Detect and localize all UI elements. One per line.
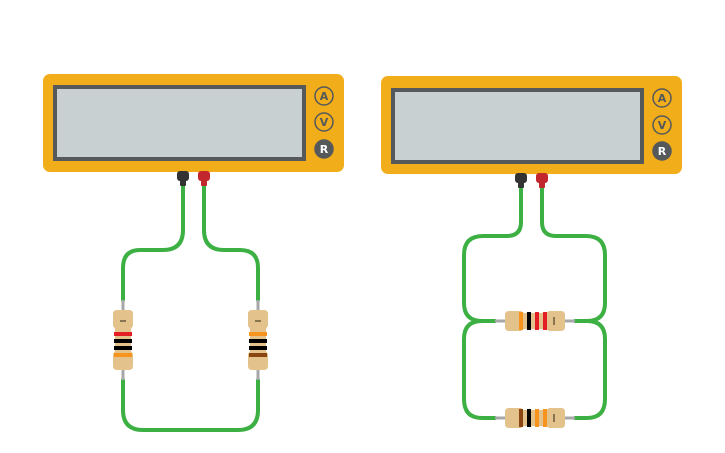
resistor-band-1 [249, 332, 267, 336]
resistor-band-1 [114, 332, 132, 336]
resistor-band-3 [249, 346, 267, 350]
mode-button-ammeter[interactable]: A [652, 88, 672, 108]
wire-lower-right-right [573, 319, 607, 420]
resistor-left-2[interactable] [248, 300, 268, 380]
mode-button-voltmeter[interactable]: V [314, 112, 334, 132]
probe-port-black[interactable] [515, 173, 527, 188]
mode-button-label: A [658, 92, 667, 105]
resistor-band-1 [519, 409, 523, 427]
multimeter-left[interactable]: A V R [43, 74, 344, 186]
resistor-band-4 [114, 353, 132, 357]
probe-port-red[interactable] [198, 171, 210, 186]
resistor-band-1 [519, 312, 523, 330]
parallel-circuit [462, 186, 607, 428]
resistor-band-2 [527, 409, 531, 427]
multimeter-display [391, 88, 644, 164]
wire-bottom-left [121, 378, 260, 432]
series-circuit [113, 184, 268, 432]
resistor-band-3 [535, 409, 539, 427]
resistor-band-3 [114, 346, 132, 350]
resistor-band-4 [543, 312, 547, 330]
resistor-band-2 [114, 339, 132, 343]
mode-button-ohmmeter[interactable]: R [652, 141, 672, 161]
resistor-band-4 [543, 409, 547, 427]
mode-button-ohmmeter[interactable]: R [314, 139, 334, 159]
wire-black-left [121, 184, 185, 302]
resistor-band-3 [535, 312, 539, 330]
mode-button-label: R [658, 145, 667, 158]
mode-button-ammeter[interactable]: A [314, 86, 334, 106]
resistor-right-1[interactable] [495, 311, 575, 331]
wire-red-right [540, 186, 607, 323]
wire-black-right [462, 186, 523, 323]
wire-lower-left-right [462, 319, 497, 420]
wires-left [121, 184, 260, 432]
mode-button-label: V [658, 119, 667, 132]
multimeter-right[interactable]: A V R [381, 76, 682, 188]
mode-button-voltmeter[interactable]: V [652, 115, 672, 135]
wires-right [462, 186, 607, 420]
mode-button-label: V [320, 116, 329, 129]
mode-button-label: A [320, 90, 329, 103]
resistor-right-2[interactable] [495, 408, 575, 428]
resistor-band-2 [249, 339, 267, 343]
probe-port-black[interactable] [177, 171, 189, 186]
wire-red-left [202, 184, 260, 302]
resistor-band-4 [249, 353, 267, 357]
mode-button-label: R [320, 143, 329, 156]
probe-port-red[interactable] [536, 173, 548, 188]
multimeter-display [53, 85, 306, 161]
resistor-band-2 [527, 312, 531, 330]
resistor-left-1[interactable] [113, 300, 133, 380]
